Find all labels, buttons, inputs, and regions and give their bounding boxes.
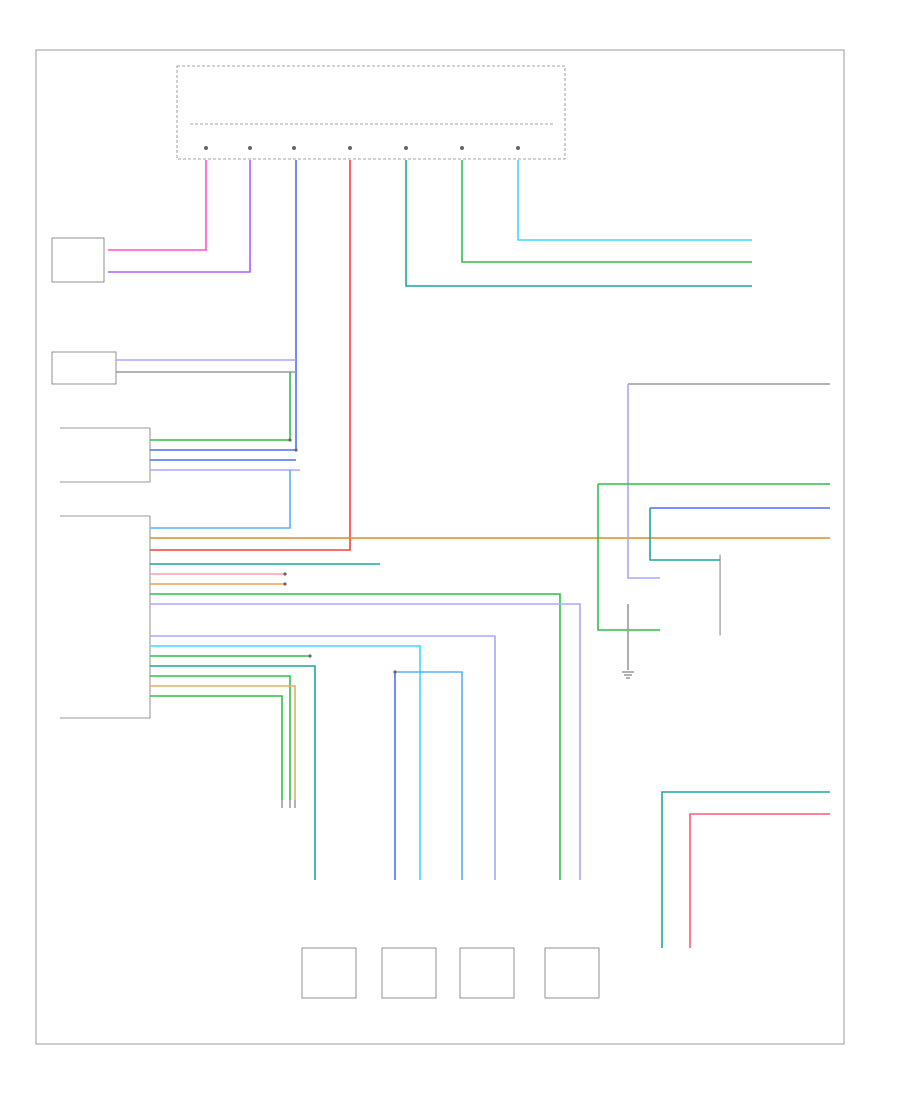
left-main-connector — [60, 515, 151, 719]
diagram-frame — [35, 49, 845, 1045]
left-switch-connector — [60, 427, 151, 483]
wire-teal-sensor — [661, 791, 830, 948]
actuator-1 — [301, 947, 357, 999]
wire-green-long — [150, 593, 561, 880]
wire-sky-act2 — [395, 671, 463, 880]
left-mid-connector — [51, 351, 117, 385]
actuator-2 — [381, 947, 437, 999]
wire-blue — [150, 160, 297, 451]
wire-red — [150, 160, 351, 551]
wire-cyan-act1 — [150, 645, 421, 880]
left-upper-connector — [51, 237, 105, 283]
splice-dots — [283, 438, 397, 674]
wire-green-top — [461, 160, 752, 263]
wire-cyan-top — [517, 160, 752, 241]
wire-teal — [405, 160, 752, 287]
wire-teal-act — [150, 665, 316, 880]
actuator-3 — [459, 947, 515, 999]
wire-green-gnd2 — [150, 695, 283, 800]
wire-violet — [108, 160, 251, 273]
wire-green-loop — [150, 372, 291, 441]
ground-symbol-right — [622, 671, 634, 679]
wire-lavender-right — [627, 384, 660, 579]
hvac-module-pins — [204, 146, 520, 150]
wire-lavender-long — [150, 603, 581, 880]
wire-red-sensor — [689, 813, 830, 948]
actuator-4 — [544, 947, 600, 999]
wire-teal-right — [649, 508, 720, 561]
ground-symbol-left — [281, 800, 296, 808]
wire-pink — [108, 160, 207, 251]
wire-green-gnd — [150, 675, 291, 800]
wire-lavender-act1 — [150, 635, 496, 880]
wire-green-right-down — [597, 484, 660, 631]
wire-orange-gnd — [150, 685, 296, 800]
wire-sky-main — [150, 470, 291, 529]
hvac-module — [176, 65, 566, 160]
